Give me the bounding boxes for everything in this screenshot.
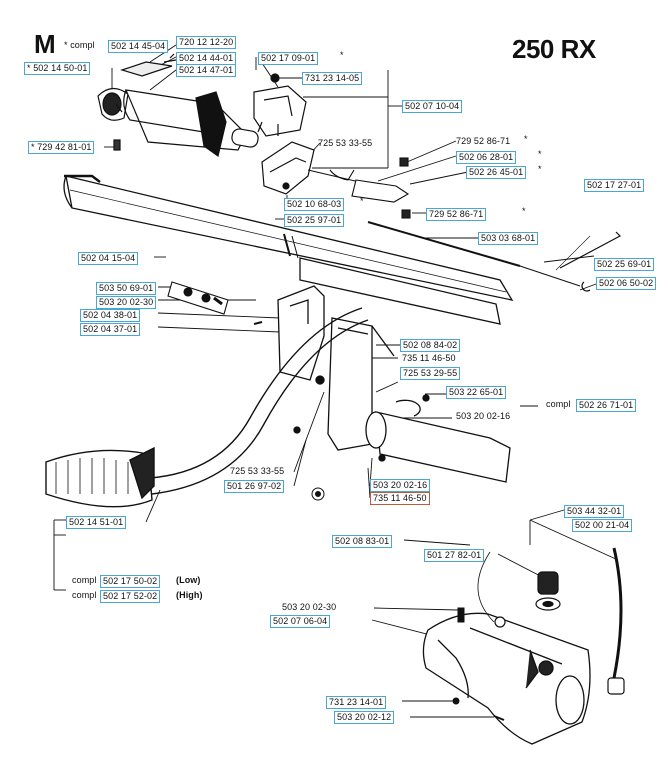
part-502-04-38-01: 502 04 38-01 xyxy=(80,309,141,322)
asterisk-note: * xyxy=(340,50,344,60)
part-729-52-86-71-top: 729 52 86-71 xyxy=(456,136,511,146)
part-725-53-33-55-bottom: 725 53 33-55 xyxy=(230,466,285,476)
label-compl: compl xyxy=(546,399,571,409)
part-735-11-46-50-top: 735 11 46-50 xyxy=(402,353,456,363)
part-502-10-68-03: 502 10 68-03 xyxy=(284,198,345,211)
part-502-14-45-04: 502 14 45-04 xyxy=(108,40,169,53)
label-compl-note: * compl xyxy=(64,40,95,50)
part-502-04-37-01: 502 04 37-01 xyxy=(80,323,141,336)
part-502-07-06-04: 502 07 06-04 xyxy=(270,615,331,628)
part-502-08-84-02: 502 08 84-02 xyxy=(400,339,461,352)
decal-part xyxy=(167,281,229,315)
part-502-17-27-01: 502 17 27-01 xyxy=(584,179,645,192)
loop-handle xyxy=(45,307,369,508)
asterisk-note: * xyxy=(538,149,542,159)
bearing-seal xyxy=(477,551,561,628)
throttle-wire xyxy=(367,221,621,292)
clamp-upper xyxy=(253,73,307,137)
section-letter: M xyxy=(34,29,56,59)
part-731-23-14-05: 731 23 14-05 xyxy=(302,72,363,85)
part-503-20-02-30-mid: 503 20 02-30 xyxy=(96,296,157,309)
part-502-14-50-01: * 502 14 50-01 xyxy=(24,62,91,75)
part-729-42-81-01: * 729 42 81-01 xyxy=(28,141,95,154)
part-502-17-50-02: 502 17 50-02 xyxy=(100,575,161,588)
part-503-20-02-30-bottom: 503 20 02-30 xyxy=(282,602,337,612)
part-502-08-83-01: 502 08 83-01 xyxy=(332,535,393,548)
asterisk-note: * xyxy=(524,134,528,144)
part-725-53-33-55-top: 725 53 33-55 xyxy=(318,138,373,148)
part-503-20-02-16-bottom: 503 20 02-16 xyxy=(370,479,431,492)
asterisk-note: * xyxy=(538,164,542,174)
part-502-06-50-02: 502 06 50-02 xyxy=(596,277,657,290)
small-screws xyxy=(253,321,325,501)
part-501-27-82-01: 501 27 82-01 xyxy=(424,549,485,562)
drive-rod xyxy=(607,547,625,695)
variant-low: (Low) xyxy=(176,575,201,585)
clamp-lower xyxy=(261,141,315,195)
bottom-screws xyxy=(452,607,505,721)
asterisk-note: * xyxy=(360,196,364,206)
asterisk-note: * xyxy=(522,206,526,216)
top-handle xyxy=(97,53,259,158)
part-735-11-46-50-bottom: 735 11 46-50 xyxy=(370,492,430,505)
part-503-22-65-01: 503 22 65-01 xyxy=(446,386,507,399)
part-502-04-15-04: 502 04 15-04 xyxy=(78,252,139,265)
part-502-17-09-01: 502 17 09-01 xyxy=(258,52,319,65)
part-720-12-12-20: 720 12 12-20 xyxy=(176,36,237,49)
part-502-25-69-01: 502 25 69-01 xyxy=(594,258,655,271)
part-729-52-86-71-bottom: 729 52 86-71 xyxy=(426,208,487,221)
part-503-20-02-12: 503 20 02-12 xyxy=(334,711,395,724)
part-502-17-52-02: 502 17 52-02 xyxy=(100,590,161,603)
part-725-53-29-55: 725 53 29-55 xyxy=(400,367,461,380)
shaft-tube xyxy=(63,174,514,325)
part-503-50-69-01: 503 50 69-01 xyxy=(96,282,157,295)
part-502-14-47-01: 502 14 47-01 xyxy=(176,64,237,77)
part-503-03-68-01: 503 03 68-01 xyxy=(478,232,539,245)
part-502-00-21-04: 502 00 21-04 xyxy=(572,519,633,532)
part-502-26-45-01: 502 26 45-01 xyxy=(466,166,527,179)
part-503-20-02-16-right: 503 20 02-16 xyxy=(456,411,511,421)
part-503-44-32-01: 503 44 32-01 xyxy=(564,505,625,518)
model-title: 250 RX xyxy=(512,34,596,64)
part-502-26-71-01: 502 26 71-01 xyxy=(576,399,637,412)
part-502-07-10-04: 502 07 10-04 xyxy=(402,100,463,113)
part-502-14-51-01: 502 14 51-01 xyxy=(66,516,127,529)
leader-lines xyxy=(53,44,619,718)
gear-housing xyxy=(422,612,591,745)
part-731-23-14-01: 731 23 14-01 xyxy=(326,696,387,709)
label-compl-high: compl xyxy=(72,590,97,600)
throttle-cable-parts xyxy=(307,157,411,219)
variant-high: (High) xyxy=(176,590,203,600)
throttle-grip xyxy=(365,394,511,483)
label-compl-low: compl xyxy=(72,575,97,585)
part-501-26-97-02: 501 26 97-02 xyxy=(224,480,285,493)
part-502-25-97-01: 502 25 97-01 xyxy=(284,214,345,227)
part-502-06-28-01: 502 06 28-01 xyxy=(456,151,517,164)
